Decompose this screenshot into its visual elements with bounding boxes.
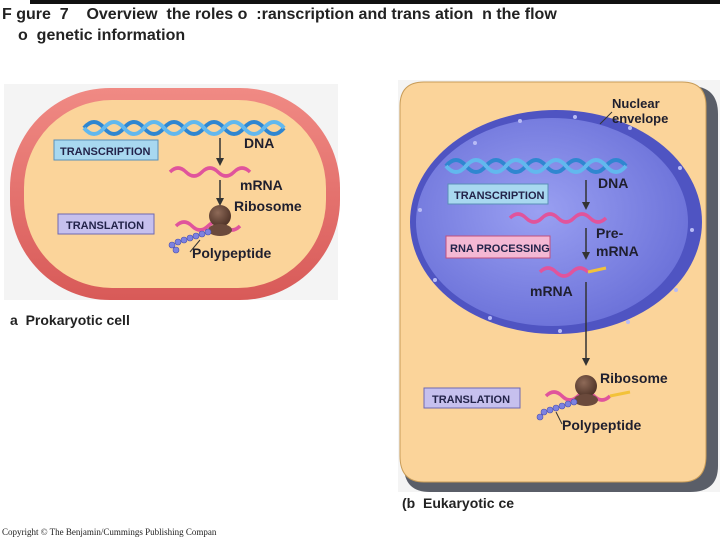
prokaryotic-dna-label: DNA	[244, 135, 274, 151]
prokaryotic-cell: DNA TRANSCRIPTION mRNA TRANSLATION Ribos…	[4, 84, 340, 300]
prokaryotic-polypeptide-label: Polypeptide	[192, 245, 272, 261]
eukaryotic-dna-helix	[444, 158, 628, 174]
figure-title-line-2: o genetic information	[18, 27, 186, 44]
prokaryotic-polypeptide-leader	[189, 239, 201, 253]
copyright-notice: Copyright © The Benjamin/Cummings Publis…	[2, 527, 217, 537]
nuclear-envelope-label-line-2: envelope	[612, 111, 668, 126]
prokaryotic-polypeptide-chain	[168, 228, 212, 254]
eukaryotic-dna-label: DNA	[598, 175, 628, 191]
prokaryotic-arrowhead-1	[216, 158, 224, 166]
eukaryotic-nuclear-pores	[418, 115, 694, 333]
top-rule	[30, 0, 720, 4]
eukaryotic-arrowhead-2	[582, 252, 590, 260]
prokaryotic-ribosome-label: Ribosome	[234, 198, 302, 214]
eukaryotic-premrna-strand	[508, 212, 608, 224]
rna-processing-box	[445, 235, 551, 259]
premrna-label-line-2: mRNA	[596, 243, 639, 259]
eukaryotic-caption: (b Eukaryotic ce	[402, 495, 515, 511]
eukaryotic-translation-box	[423, 387, 521, 409]
eukaryotic-mrna-strand	[538, 266, 590, 278]
eukaryotic-ribosome-label: Ribosome	[600, 370, 668, 386]
prokaryotic-ribosome-small	[208, 224, 232, 236]
eukaryotic-ribosome-large	[575, 375, 597, 397]
prokaryotic-transcription-label: TRANSCRIPTION	[60, 146, 151, 158]
prokaryotic-caption: a Prokaryotic cell	[10, 312, 130, 328]
prokaryotic-arrowhead-2	[216, 198, 224, 206]
eukaryotic-polypeptide-leader	[555, 411, 563, 425]
eukaryotic-cell: Nuclear envelope DNA TRANSCRIPTION Pre- …	[398, 80, 720, 492]
nuclear-envelope-leader	[599, 111, 613, 125]
prokaryotic-dna-helix	[82, 120, 286, 136]
premrna-label-line-1: Pre-	[596, 225, 624, 241]
rna-processing-label: RNA PROCESSING	[450, 243, 550, 255]
prokaryotic-cytoplasm	[24, 100, 326, 288]
prokaryotic-translation-box	[57, 213, 155, 235]
eukaryotic-transcription-label: TRANSCRIPTION	[454, 190, 545, 202]
eukaryotic-polypeptide-chain	[536, 398, 578, 421]
eukaryotic-transcription-box	[447, 183, 549, 205]
prokaryotic-mrna-label: mRNA	[240, 177, 283, 193]
prokaryotic-transcription-box	[53, 139, 159, 161]
eukaryotic-translation-label: TRANSLATION	[432, 394, 510, 406]
figure-title: F gure 7 Overview the roles o :ranscript…	[2, 4, 682, 46]
eukaryotic-arrowhead-1	[582, 202, 590, 210]
eukaryotic-mrna-tail	[587, 266, 607, 274]
eukaryotic-arrowhead-3	[582, 358, 590, 366]
prokaryotic-translation-label: TRANSLATION	[66, 220, 144, 232]
eukaryotic-mrna-label: mRNA	[530, 283, 573, 299]
prokaryotic-ribosome-large	[209, 205, 231, 227]
nuclear-envelope-label-line-1: Nuclear	[612, 96, 660, 111]
eukaryotic-ribosome-small	[574, 394, 598, 406]
prokaryotic-mrna-strand	[168, 166, 252, 178]
eukaryotic-polypeptide-label: Polypeptide	[562, 417, 642, 433]
figure-title-line-1: F gure 7 Overview the roles o :ranscript…	[2, 6, 557, 23]
eukaryotic-translated-tail	[609, 390, 631, 398]
